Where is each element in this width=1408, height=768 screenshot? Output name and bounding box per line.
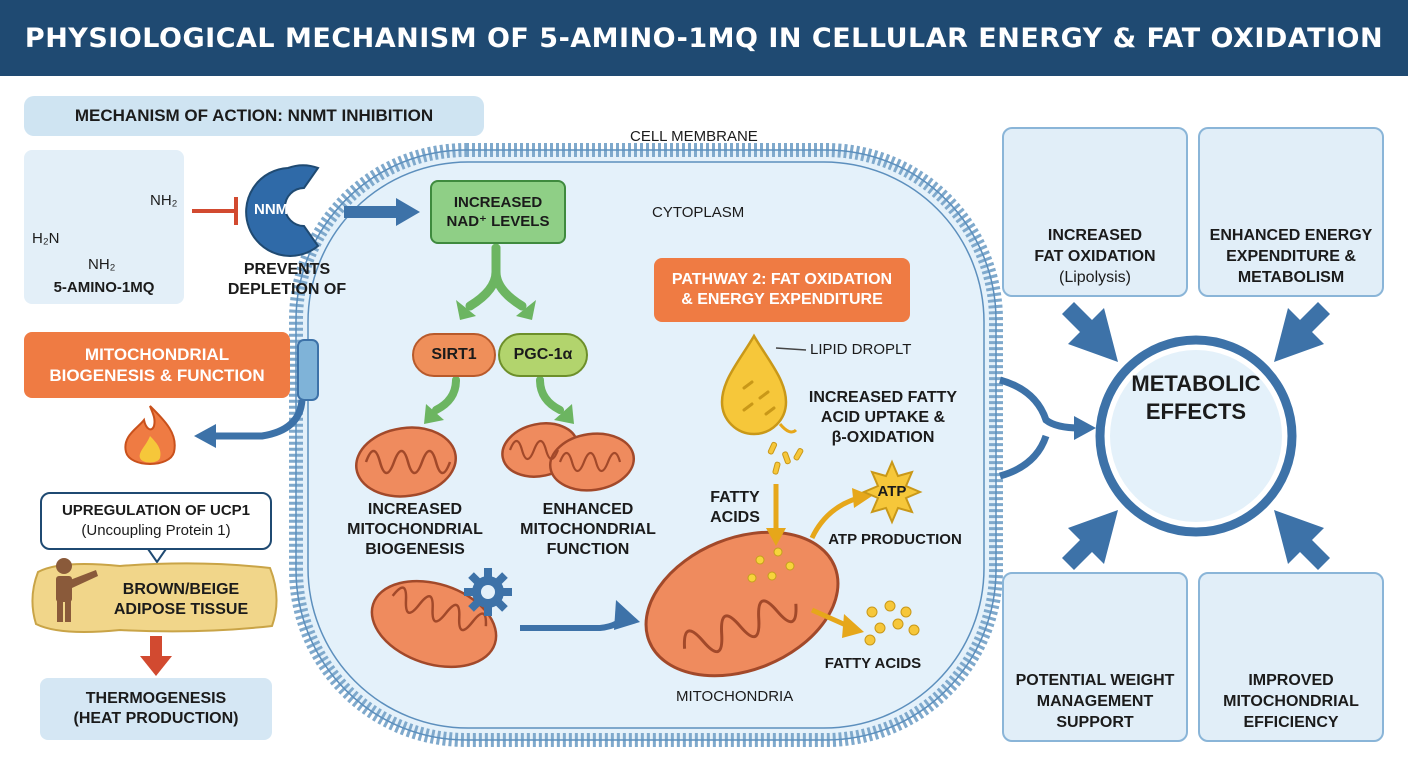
arrow-to-mitochondria bbox=[520, 600, 640, 631]
effect-card-weight-management: POTENTIAL WEIGHT MANAGEMENT SUPPORT bbox=[1002, 572, 1188, 742]
pathway-2-banner: PATHWAY 2: FAT OXIDATION & ENERGY EXPEND… bbox=[654, 258, 910, 322]
molecule-name: 5-AMINO-1MQ bbox=[53, 279, 155, 296]
mitochondrion-2 bbox=[501, 422, 636, 492]
mechanism-header: MECHANISM OF ACTION: NNMT INHIBITION bbox=[24, 96, 484, 136]
pgc1a-node: PGC-1α bbox=[498, 333, 588, 377]
gear-icon bbox=[464, 568, 512, 616]
lipid-droplet-label: LIPID DROPLT bbox=[810, 341, 912, 358]
nnmt-caption: PREVENTS DEPLETION OF bbox=[227, 261, 347, 298]
arrow-down-thermogenesis bbox=[140, 636, 172, 676]
amide-group-label: NH₂ bbox=[150, 192, 178, 209]
person-icon bbox=[56, 558, 98, 622]
title-bar: PHYSIOLOGICAL MECHANISM OF 5-AMINO-1MQ I… bbox=[0, 0, 1408, 76]
cell-membrane-label: CELL MEMBRANE bbox=[630, 128, 758, 145]
metabolic-effects-circle bbox=[1095, 335, 1297, 537]
arrow-atp bbox=[809, 488, 872, 540]
thermogenesis-box: THERMOGENESIS (HEAT PRODUCTION) bbox=[40, 678, 272, 740]
fatty-acids-in-label: FATTY ACIDS bbox=[710, 489, 760, 526]
atp-starburst bbox=[861, 459, 923, 525]
mitochondrion-1 bbox=[355, 426, 457, 498]
mitochondrion-main bbox=[644, 530, 840, 678]
adipose-tissue-label: BROWN/BEIGE ADIPOSE TISSUE bbox=[113, 581, 249, 618]
atp-label: ATP bbox=[877, 483, 907, 500]
amine-left-label: H₂N bbox=[32, 230, 60, 247]
nnmt-enzyme bbox=[245, 164, 320, 257]
amine-bottom-label: NH₂ bbox=[88, 256, 116, 273]
atp-production-label: ATP PRODUCTION bbox=[828, 531, 962, 548]
metabolic-effects-label: METABOLIC EFFECTS bbox=[1131, 371, 1261, 424]
lipid-droplet bbox=[720, 333, 788, 436]
adipose-tissue bbox=[31, 562, 278, 633]
sirt1-node: SIRT1 bbox=[412, 333, 496, 377]
ucp1-callout: UPREGULATION OF UCP1 (Uncoupling Protein… bbox=[40, 492, 272, 550]
nad-levels-box: INCREASED NAD⁺ LEVELS bbox=[430, 180, 566, 244]
mitochondrial-biogenesis-banner: MITOCHONDRIAL BIOGENESIS & FUNCTION bbox=[24, 332, 290, 398]
biogenesis-label: INCREASED MITOCHONDRIAL BIOGENESIS bbox=[347, 501, 483, 558]
inhibition-arrow bbox=[192, 197, 238, 225]
effect-card-energy-expenditure: ENHANCED ENERGY EXPENDITURE & METABOLISM bbox=[1198, 127, 1384, 297]
metabolic-arrows bbox=[1062, 302, 1330, 570]
nad-branch-arrows bbox=[465, 243, 527, 311]
fatty-uptake-label: INCREASED FATTY ACID UPTAKE & β-OXIDATIO… bbox=[808, 389, 958, 446]
arrow-fatty-acids-out bbox=[810, 607, 864, 638]
cytoplasm-label: CYTOPLASM bbox=[652, 204, 745, 221]
arrow-nnmt-nad bbox=[344, 198, 420, 226]
arrow-fatty-acids-in bbox=[766, 484, 786, 546]
page-title: PHYSIOLOGICAL MECHANISM OF 5-AMINO-1MQ I… bbox=[24, 22, 1384, 54]
membrane-channel bbox=[297, 339, 319, 401]
nnmt-label: NNMT bbox=[254, 201, 298, 218]
arrow-to-thermogenesis bbox=[194, 399, 306, 448]
molecule-card: NH₂ H₂N NH₂ 5-AMINO-1MQ bbox=[24, 150, 184, 304]
effect-card-mitochondrial-efficiency: IMPROVED MITOCHONDRIAL EFFICIENCY bbox=[1198, 572, 1384, 742]
function-label: ENHANCED MITOCHONDRIAL FUNCTION bbox=[520, 501, 656, 558]
mitochondrion-3 bbox=[370, 579, 498, 669]
fatty-acids-out-label: FATTY ACIDS bbox=[824, 655, 922, 672]
flame-icon bbox=[124, 405, 176, 465]
arrow-to-metabolic-effects bbox=[998, 376, 1081, 480]
effect-card-fat-oxidation: INCREASED FAT OXIDATION (Lipolysis) bbox=[1002, 127, 1188, 297]
mitochondria-label: MITOCHONDRIA bbox=[676, 688, 794, 705]
